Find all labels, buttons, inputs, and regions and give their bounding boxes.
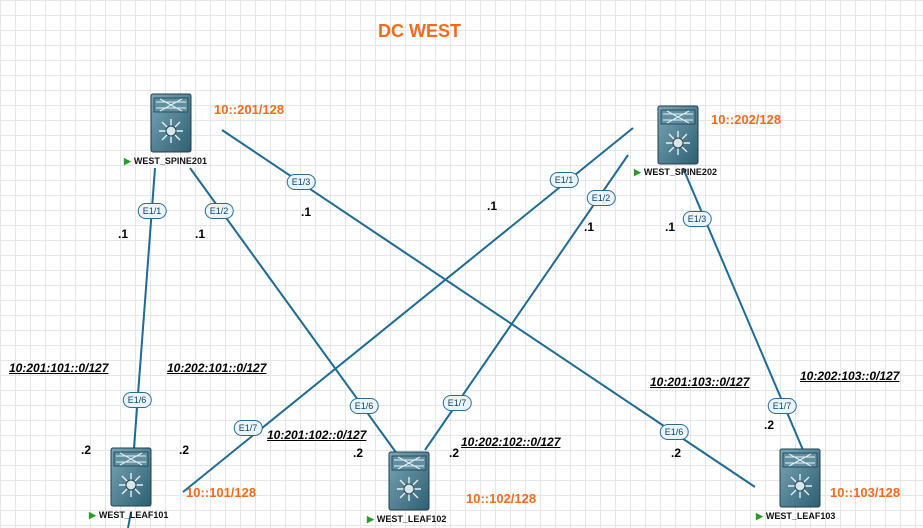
subnet-label: 10:201:103::0/127: [650, 375, 750, 389]
device-leaf103[interactable]: [779, 448, 821, 513]
nexus-switch-icon: [657, 105, 699, 165]
port-badge[interactable]: E1/3: [682, 211, 712, 227]
address-label: .1: [584, 220, 595, 234]
running-icon: ▶: [124, 156, 131, 166]
device-label-leaf102: ▶WEST_LEAF102: [367, 514, 446, 525]
loopback-leaf102: 10::102/128: [466, 491, 537, 506]
subnet-label: 10:202:102::0/127: [461, 435, 561, 449]
port-badge[interactable]: E1/1: [137, 203, 167, 219]
port-badge[interactable]: E1/7: [442, 395, 472, 411]
device-spine202[interactable]: [657, 105, 699, 170]
loopback-leaf101: 10::101/128: [186, 485, 257, 500]
device-leaf102[interactable]: [388, 451, 430, 516]
nexus-switch-icon: [388, 451, 430, 511]
address-label: .1: [665, 220, 676, 234]
link-leaf101-stub: [127, 511, 132, 528]
running-icon: ▶: [756, 511, 763, 521]
address-label: .1: [301, 205, 312, 219]
device-label-spine202: ▶WEST_SPINE202: [634, 167, 717, 178]
port-badge[interactable]: E1/7: [767, 398, 797, 414]
nexus-switch-icon: [150, 93, 192, 153]
port-badge[interactable]: E1/7: [233, 420, 263, 436]
address-label: .2: [671, 446, 682, 460]
subnet-label: 10:202:103::0/127: [800, 369, 900, 383]
address-label: .1: [118, 227, 129, 241]
address-label: .2: [353, 446, 364, 460]
running-icon: ▶: [89, 510, 96, 520]
diagram-title: DC WEST: [378, 21, 461, 41]
device-name: WEST_SPINE202: [643, 167, 717, 177]
address-label: .1: [195, 227, 206, 241]
device-name: WEST_LEAF102: [376, 514, 447, 524]
subnet-label: 10:201:102::0/127: [267, 428, 367, 442]
device-name: WEST_SPINE201: [133, 156, 207, 166]
address-label: .2: [764, 418, 775, 432]
device-label-leaf103: ▶WEST_LEAF103: [756, 511, 835, 522]
nexus-switch-icon: [110, 447, 152, 507]
device-label-spine201: ▶WEST_SPINE201: [124, 156, 207, 167]
device-name: WEST_LEAF103: [765, 511, 836, 521]
running-icon: ▶: [634, 167, 641, 177]
loopback-leaf103: 10::103/128: [830, 485, 901, 500]
port-badge[interactable]: E1/6: [659, 424, 689, 440]
device-name: WEST_LEAF101: [98, 510, 169, 520]
nexus-switch-icon: [779, 448, 821, 508]
port-badge[interactable]: E1/1: [549, 172, 579, 188]
subnet-label: 10:202:101::0/127: [167, 361, 267, 375]
port-badge[interactable]: E1/3: [286, 174, 316, 190]
device-spine201[interactable]: [150, 93, 192, 158]
port-badge[interactable]: E1/6: [122, 392, 152, 408]
device-leaf101[interactable]: [110, 447, 152, 512]
subnet-label: 10:201:101::0/127: [9, 361, 109, 375]
address-label: .1: [487, 199, 498, 213]
loopback-spine201: 10::201/128: [214, 102, 285, 117]
address-label: .2: [449, 446, 460, 460]
address-label: .2: [81, 443, 92, 457]
loopback-spine202: 10::202/128: [711, 112, 782, 127]
port-badge[interactable]: E1/2: [204, 203, 234, 219]
port-badge[interactable]: E1/6: [349, 398, 379, 414]
port-badge[interactable]: E1/2: [586, 190, 616, 206]
address-label: .2: [179, 443, 190, 457]
device-label-leaf101: ▶WEST_LEAF101: [89, 510, 168, 521]
running-icon: ▶: [367, 514, 374, 524]
